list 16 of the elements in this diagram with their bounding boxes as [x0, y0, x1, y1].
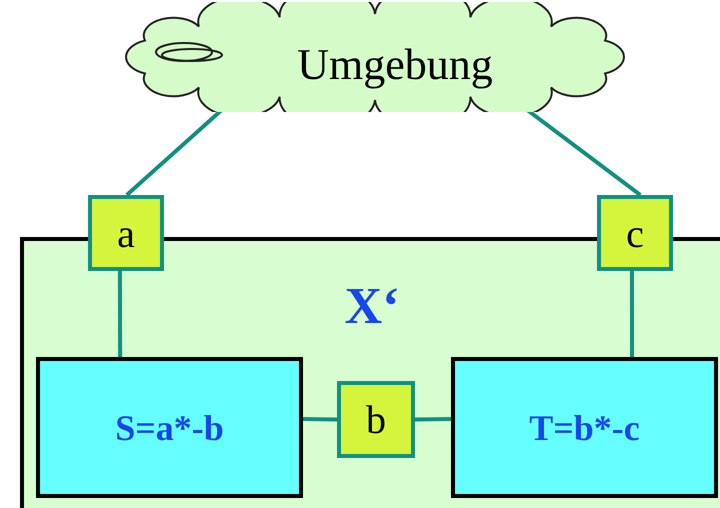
port-label: b: [366, 396, 386, 443]
function-box: [36, 357, 303, 498]
port-label: c: [626, 210, 644, 256]
system-label: X‘: [344, 277, 400, 336]
function-box: [451, 357, 718, 498]
connector-line: [302, 417, 338, 422]
function-label: S=a*-b: [115, 406, 224, 448]
function-label: T=b*-c: [529, 406, 640, 448]
port-box: [88, 195, 164, 271]
port-label: a: [117, 210, 135, 256]
port-box: [597, 195, 673, 271]
connector-line: [630, 271, 634, 357]
cloud-label: Umgebung: [297, 38, 493, 90]
connector-line: [414, 417, 452, 422]
connector-line: [118, 271, 122, 357]
port-box: [337, 381, 415, 458]
